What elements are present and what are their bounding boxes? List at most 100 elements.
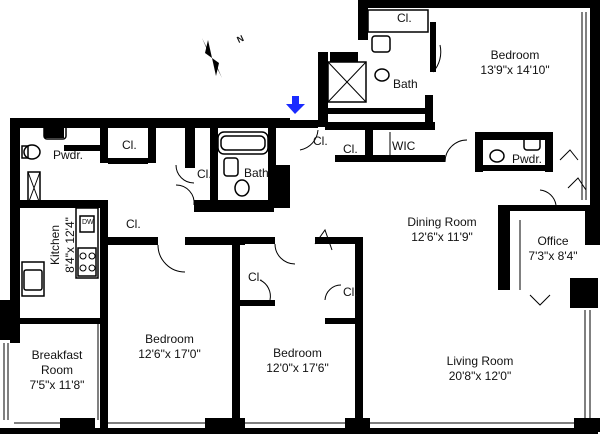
wall-segment [108, 237, 158, 245]
wall-segment [190, 118, 290, 128]
door-swing [567, 177, 587, 191]
wall-segment [430, 22, 436, 72]
door-swing [324, 284, 342, 301]
wall-segment [194, 200, 274, 212]
wall-segment [345, 418, 370, 432]
wall-segment [10, 118, 190, 128]
wall-segment [590, 0, 600, 210]
counter-icon [27, 171, 41, 205]
room-label-kitchen: Kitchen 8'4"x 12'4" [48, 217, 77, 273]
fixtures [21, 9, 541, 297]
wall-segment [365, 130, 373, 160]
toilet-icon [23, 144, 41, 160]
door-swing [259, 279, 271, 301]
room-label-office: Office 7'3"x 8'4" [528, 234, 578, 263]
door-swing [539, 189, 557, 206]
wall-segment [358, 0, 600, 8]
door-swing [299, 129, 319, 151]
label-wic: WIC [392, 139, 416, 153]
wall-segment [10, 118, 20, 343]
label-closet: Cl. [343, 285, 358, 299]
wall-segment [545, 132, 553, 172]
wall-segment [585, 205, 600, 245]
wall-segment [60, 418, 95, 432]
wall-segment [315, 237, 360, 244]
wall-segment [14, 318, 100, 324]
door-swing [314, 228, 333, 251]
wall-segment [185, 118, 195, 168]
door-swing [444, 139, 468, 163]
wall-segment [425, 95, 433, 125]
wall-segment [574, 418, 600, 432]
toilet-icon [374, 68, 390, 82]
wall-segment [358, 0, 368, 40]
wall-segment [44, 118, 64, 138]
door-swing [175, 164, 195, 184]
label-closet: Cl. [343, 142, 358, 156]
wall-segment [148, 128, 156, 163]
wall-segment [475, 132, 483, 172]
wall-segment [570, 278, 598, 308]
wall-segment [475, 165, 550, 171]
wall-segment [0, 300, 14, 340]
sink-icon [23, 269, 43, 291]
wall-segment [498, 205, 590, 211]
wall-segment [100, 128, 108, 163]
room-label-master-bedroom: Bedroom 13'9"x 14'10" [480, 48, 550, 77]
wall-segment [100, 200, 108, 430]
label-bath-top: Bath [393, 77, 418, 91]
closet-box [367, 9, 429, 33]
wall-segment [335, 155, 445, 162]
shower-icon [327, 61, 367, 103]
compass-icon [188, 38, 236, 78]
label-powder-right: Pwdr. [512, 152, 543, 166]
wall-segment [290, 120, 318, 128]
room-label-dining-room: Dining Room 12'6"x 11'9" [407, 215, 477, 244]
room-label-breakfast-room: Breakfast Room 7'5"x 11'8" [29, 348, 85, 392]
label-bath-left: Bath [244, 166, 269, 180]
counter-icon [75, 207, 99, 279]
door-swing [432, 44, 442, 73]
door-swing [274, 243, 296, 265]
wall-segment [64, 145, 108, 151]
sink-icon [523, 135, 541, 151]
room-label-bedroom-2: Bedroom 12'0"x 17'6" [266, 346, 329, 375]
door-swing [559, 149, 579, 161]
label-closet: Cl. [397, 11, 412, 25]
wall-segment [0, 428, 598, 434]
label-closet: Cl. [248, 270, 263, 284]
wall-segment [276, 165, 290, 208]
windows [3, 12, 591, 424]
wall-segment [355, 237, 363, 430]
wall-segment [240, 300, 275, 306]
sink-icon [223, 157, 239, 177]
entry-arrow-icon [286, 96, 305, 114]
wall-segment [210, 128, 218, 203]
dishwasher-icon [79, 215, 95, 233]
toilet-icon [489, 149, 505, 163]
door-swing [175, 184, 195, 206]
label-closet: Cl. [126, 217, 141, 231]
label-closet: Cl. [313, 134, 328, 148]
doors [157, 44, 587, 306]
wall-segment [330, 52, 358, 62]
wall-segment [318, 52, 328, 127]
wall-segment [325, 318, 355, 324]
wall-segment [232, 237, 240, 430]
toilet-icon [234, 179, 250, 197]
toilet-tank-icon [21, 145, 29, 159]
sink-icon [371, 35, 391, 53]
room-label-bedroom-3: Bedroom 12'6"x 17'0" [138, 332, 201, 361]
wall-segment [498, 205, 510, 290]
room-label-living-room: Living Room 20'8"x 12'0" [446, 354, 514, 383]
counter-icon [21, 261, 45, 297]
wall-segment [318, 108, 428, 114]
sink-icon [43, 124, 67, 140]
wall-segment [475, 132, 550, 140]
door-swing [529, 294, 551, 306]
bathtub-icon [217, 131, 269, 155]
wall-segment [240, 237, 275, 244]
wall-segment [185, 237, 245, 245]
